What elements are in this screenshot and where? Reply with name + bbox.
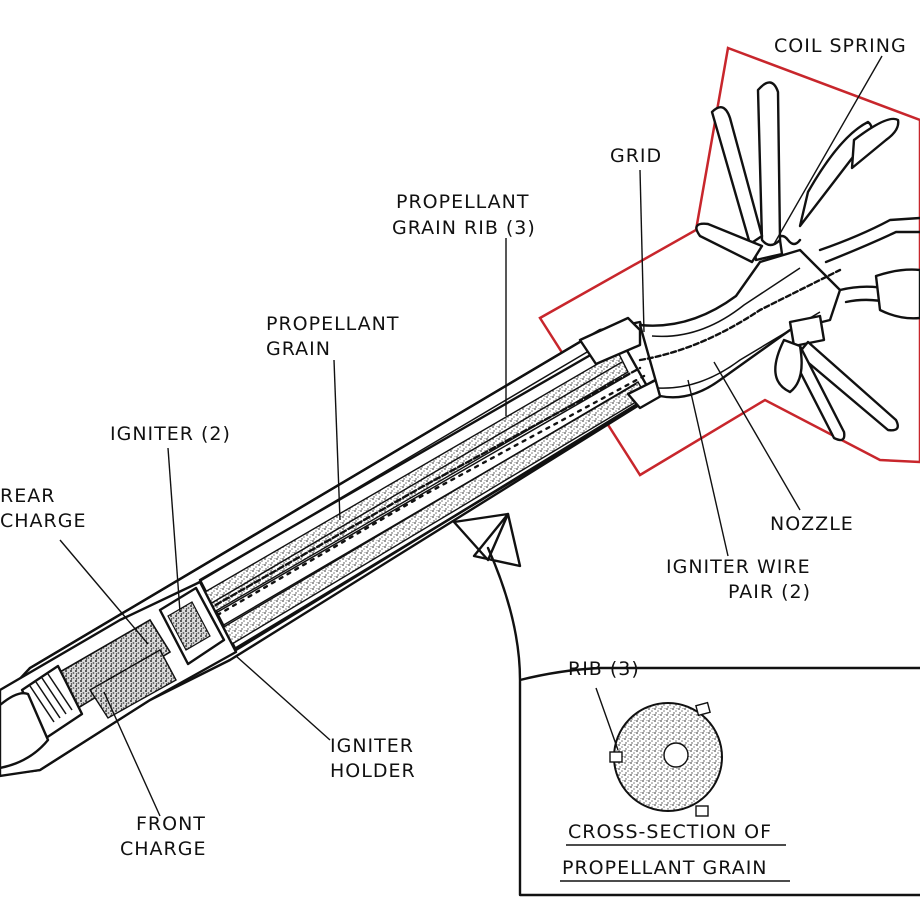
label-propellant-grain-rib-1: PROPELLANT [396, 191, 530, 213]
label-front-charge-2: CHARGE [120, 838, 206, 860]
label-igniter-wire-pair-2: PAIR (2) [728, 581, 811, 603]
label-cross-section-2: PROPELLANT GRAIN [562, 857, 768, 879]
inset-callout [452, 512, 920, 897]
label-grid: GRID [610, 145, 662, 167]
label-rib: RIB (3) [568, 658, 640, 680]
label-propellant-grain-1: PROPELLANT [266, 313, 400, 335]
leader-lines [59, 55, 883, 817]
label-cross-section-1: CROSS-SECTION OF [568, 821, 772, 843]
highlight-outline [538, 46, 920, 477]
fins [695, 81, 920, 442]
label-propellant-grain-2: GRAIN [266, 338, 331, 360]
label-rear-charge-1: REAR [0, 485, 55, 507]
front-section [0, 580, 238, 778]
label-igniter-wire-pair-1: IGNITER WIRE [666, 556, 811, 578]
labels: COIL SPRING GRID PROPELLANT GRAIN RIB (3… [0, 35, 907, 882]
label-front-charge-1: FRONT [136, 813, 206, 835]
label-igniter-holder-2: HOLDER [330, 760, 416, 782]
label-igniter-holder-1: IGNITER [330, 735, 414, 757]
label-rear-charge-2: CHARGE [0, 510, 86, 532]
label-coil-spring: COIL SPRING [774, 35, 907, 57]
label-propellant-grain-rib-2: GRAIN RIB (3) [392, 217, 536, 239]
label-nozzle: NOZZLE [770, 513, 854, 535]
nozzle-assembly [638, 216, 920, 399]
label-igniter: IGNITER (2) [110, 423, 231, 445]
